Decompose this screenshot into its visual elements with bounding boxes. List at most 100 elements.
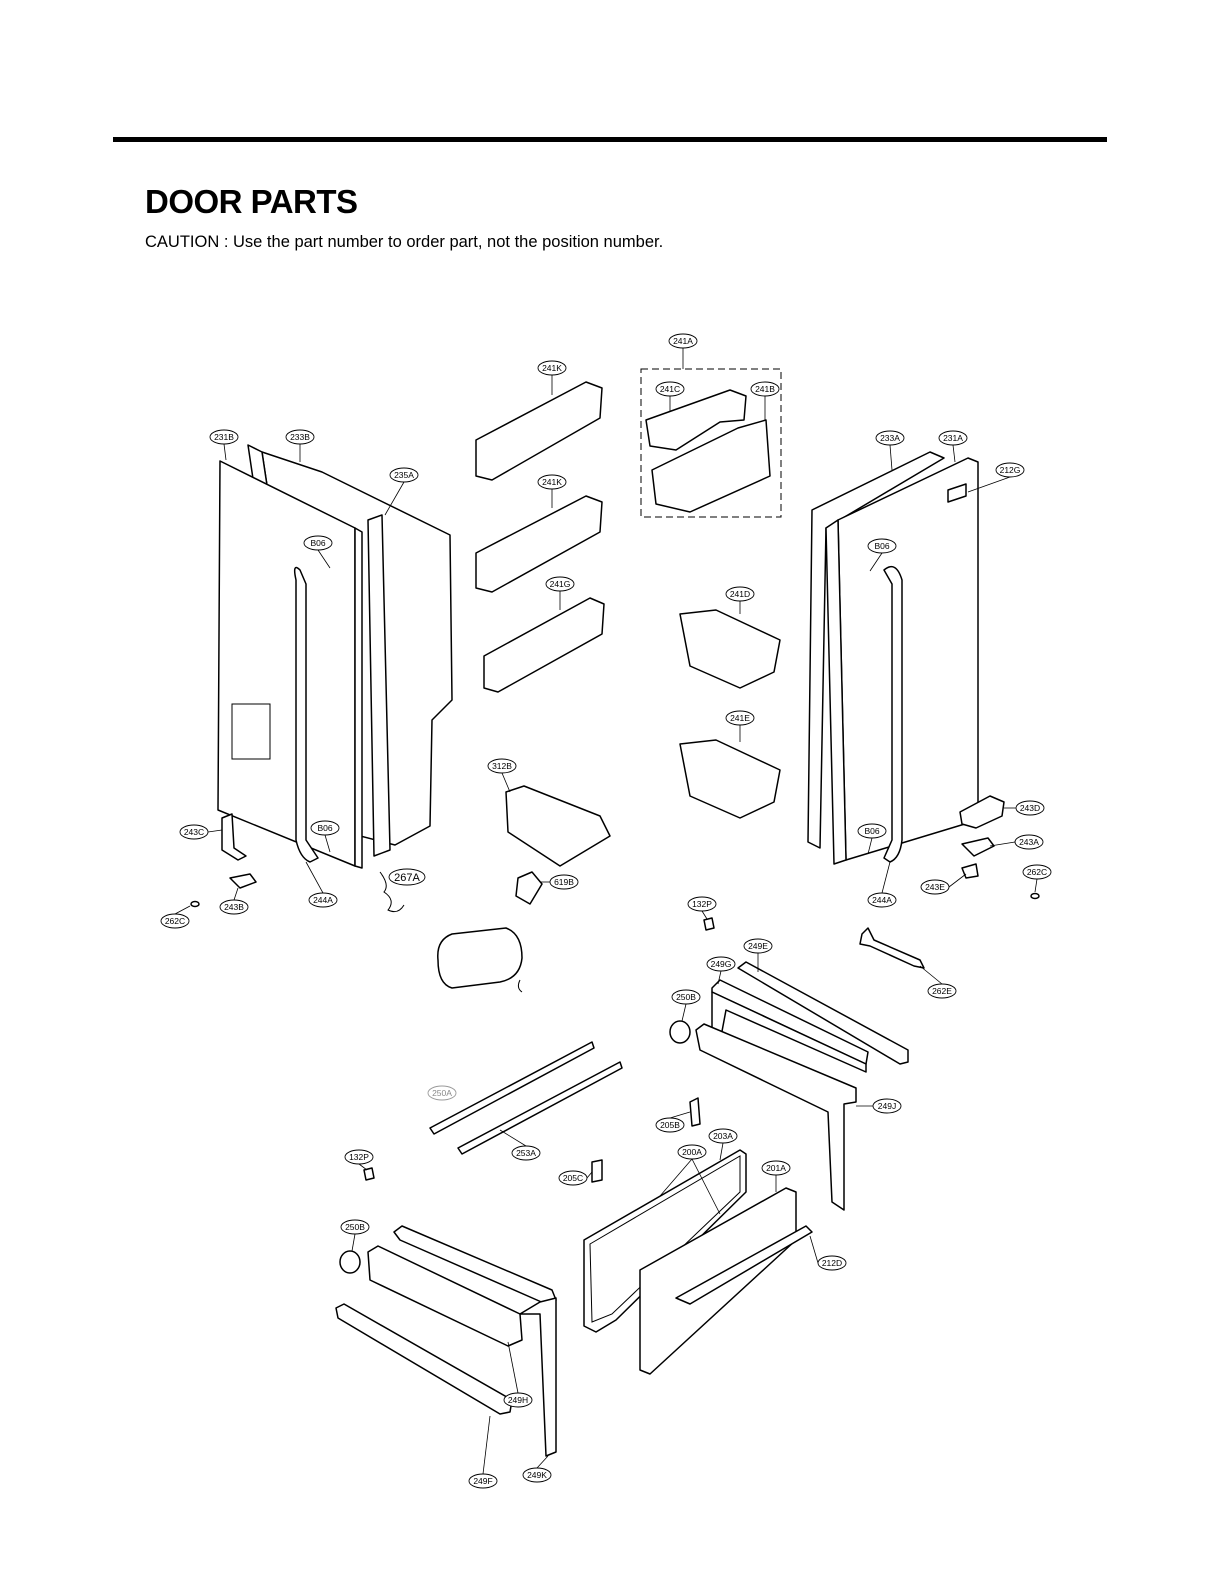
svg-text:235A: 235A: [394, 470, 414, 480]
callout-40: 132P: [344, 1149, 374, 1165]
svg-text:262C: 262C: [165, 916, 185, 926]
callout-45: 212D: [817, 1255, 847, 1271]
svg-text:205B: 205B: [660, 1120, 680, 1130]
callout-46: 249H: [503, 1392, 533, 1408]
callout-37: 205B: [655, 1117, 685, 1133]
svg-text:241B: 241B: [755, 384, 775, 394]
svg-text:231A: 231A: [943, 433, 963, 443]
drawer-assembly: [335, 917, 909, 1457]
svg-text:262E: 262E: [932, 986, 952, 996]
svg-text:132P: 132P: [692, 899, 712, 909]
callout-47: 249K: [522, 1467, 552, 1483]
svg-text:241G: 241G: [550, 579, 571, 589]
callout-11: B06: [303, 535, 333, 551]
svg-text:243A: 243A: [1019, 837, 1039, 847]
callout-42: 201A: [761, 1160, 791, 1176]
svg-text:243D: 243D: [1020, 803, 1040, 813]
callout-14: 241D: [725, 586, 755, 602]
callout-48: 249F: [468, 1473, 498, 1489]
svg-text:241D: 241D: [730, 589, 750, 599]
callout-31: 249E: [743, 938, 773, 954]
svg-text:233A: 233A: [880, 433, 900, 443]
svg-text:241C: 241C: [660, 384, 680, 394]
callout-4: 231B: [209, 429, 239, 445]
callout-5: 233B: [285, 429, 315, 445]
left-door-assembly: [190, 444, 453, 913]
caution-note: CAUTION : Use the part number to order p…: [145, 233, 664, 251]
svg-text:249H: 249H: [508, 1395, 528, 1405]
callout-10: 241K: [537, 474, 567, 490]
svg-text:262C: 262C: [1027, 867, 1047, 877]
callout-18: 243C: [179, 824, 209, 840]
svg-text:244A: 244A: [313, 895, 333, 905]
callout-24: 619B: [549, 874, 579, 890]
callout-25: 243E: [920, 879, 950, 895]
callout-23: 262C: [1022, 864, 1052, 880]
callout-20: B06: [857, 823, 887, 839]
svg-text:200A: 200A: [682, 1147, 702, 1157]
callout-22: 267A: [388, 868, 426, 886]
svg-text:243C: 243C: [184, 827, 204, 837]
callout-1: 241K: [537, 360, 567, 376]
callout-36: 249J: [872, 1098, 902, 1114]
svg-text:241K: 241K: [542, 477, 562, 487]
svg-text:250B: 250B: [676, 992, 696, 1002]
bins-assembly: [437, 368, 782, 993]
svg-text:249G: 249G: [711, 959, 732, 969]
svg-text:B06: B06: [310, 538, 325, 548]
callout-7: 233A: [875, 430, 905, 446]
svg-text:249F: 249F: [473, 1476, 492, 1486]
callout-34: 250B: [671, 989, 701, 1005]
leader-lines: [174, 348, 1038, 1475]
svg-text:233B: 233B: [290, 432, 310, 442]
callout-39: 253A: [511, 1145, 541, 1161]
svg-text:243B: 243B: [224, 902, 244, 912]
svg-text:312B: 312B: [492, 761, 512, 771]
svg-text:132P: 132P: [349, 1152, 369, 1162]
callout-33: 262E: [927, 983, 957, 999]
callout-35: 250A: [427, 1085, 457, 1101]
callout-3: 241B: [750, 381, 780, 397]
svg-text:253A: 253A: [516, 1148, 536, 1158]
svg-text:231B: 231B: [214, 432, 234, 442]
callout-2: 241C: [655, 381, 685, 397]
svg-text:B06: B06: [864, 826, 879, 836]
svg-text:B06: B06: [317, 823, 332, 833]
svg-text:250A: 250A: [432, 1088, 452, 1098]
callout-12: B06: [867, 538, 897, 554]
svg-text:243E: 243E: [925, 882, 945, 892]
callout-29: 262C: [160, 913, 190, 929]
svg-text:249E: 249E: [748, 941, 768, 951]
svg-text:249J: 249J: [878, 1101, 896, 1111]
svg-text:205C: 205C: [563, 1173, 583, 1183]
right-door-assembly: [807, 451, 1040, 969]
svg-text:B06: B06: [874, 541, 889, 551]
svg-text:212G: 212G: [1000, 465, 1021, 475]
callout-41: 200A: [677, 1144, 707, 1160]
svg-text:244A: 244A: [872, 895, 892, 905]
svg-text:212D: 212D: [822, 1258, 842, 1268]
callout-17: 243D: [1015, 800, 1045, 816]
svg-text:249K: 249K: [527, 1470, 547, 1480]
svg-text:203A: 203A: [713, 1131, 733, 1141]
callout-44: 250B: [340, 1219, 370, 1235]
callout-15: 241E: [725, 710, 755, 726]
callout-9: 212G: [995, 462, 1025, 478]
callout-13: 241G: [545, 576, 575, 592]
callout-26: 244A: [308, 892, 338, 908]
callout-32: 249G: [706, 956, 736, 972]
svg-text:267A: 267A: [394, 872, 420, 884]
callout-43: 205C: [558, 1170, 588, 1186]
callout-19: B06: [310, 820, 340, 836]
callout-16: 312B: [487, 758, 517, 774]
svg-text:241K: 241K: [542, 363, 562, 373]
svg-text:619B: 619B: [554, 877, 574, 887]
callout-6: 235A: [389, 467, 419, 483]
page-title: DOOR PARTS: [145, 183, 358, 220]
callout-27: 244A: [867, 892, 897, 908]
svg-text:250B: 250B: [345, 1222, 365, 1232]
callout-8: 231A: [938, 430, 968, 446]
callout-21: 243A: [1014, 834, 1044, 850]
header-rule: [113, 137, 1107, 142]
